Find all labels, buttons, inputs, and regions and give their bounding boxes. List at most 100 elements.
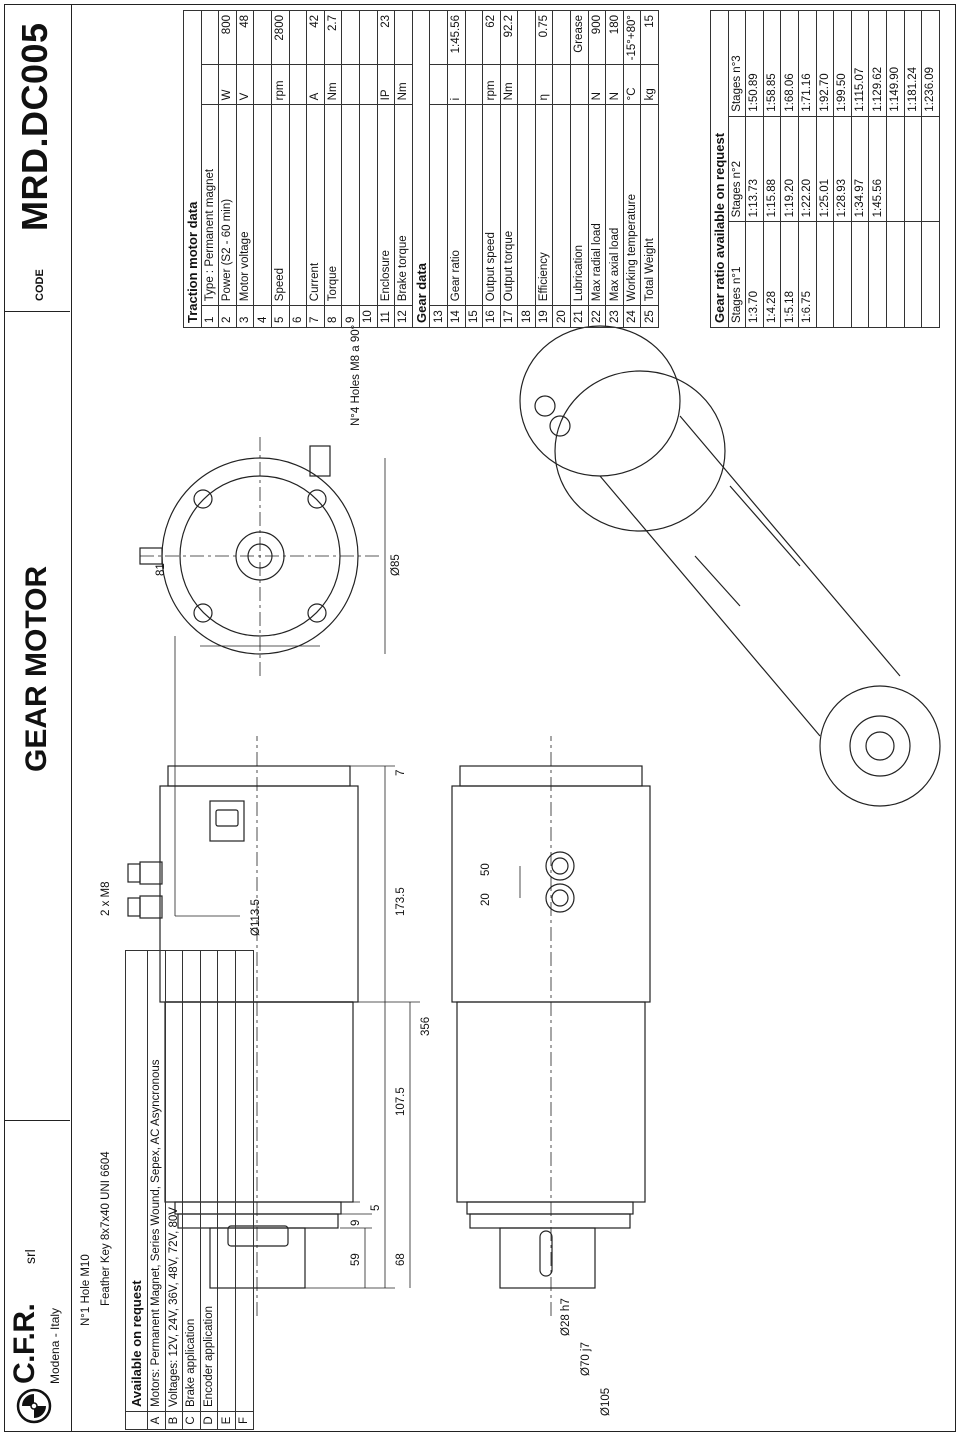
ratio-cell: 1:25.01 <box>816 116 834 222</box>
row-label: Brake torque <box>394 104 413 306</box>
row-label: Enclosure <box>377 104 395 306</box>
ratio-cell: 1:22.20 <box>798 116 817 222</box>
row-unit: A <box>306 64 325 105</box>
ratio-cell: 1:115.07 <box>851 10 869 117</box>
row-number: 25 <box>640 305 659 328</box>
dim-9: 9 <box>350 1219 362 1226</box>
gear-data-title: Gear data <box>412 10 430 328</box>
table-row: E <box>217 950 236 1430</box>
row-number: 13 <box>429 305 448 328</box>
row-unit <box>465 64 483 105</box>
table-row: 4 <box>253 10 272 328</box>
row-value <box>359 10 378 65</box>
row-unit: °C <box>623 64 641 105</box>
row-unit: kg <box>640 64 659 105</box>
bottom-view <box>451 736 651 1316</box>
table-row: 1:236.09 <box>921 10 940 328</box>
ratio-cell: 1:15.88 <box>763 116 781 222</box>
row-unit <box>429 64 448 105</box>
table-row: 1:181.24 <box>904 10 922 328</box>
ratio-cell: 1:50.89 <box>745 10 764 117</box>
ratio-cell: 1:99.50 <box>833 10 852 117</box>
row-label: Working temperature <box>623 104 641 306</box>
ratio-cell: 1:45.56 <box>868 116 887 222</box>
dim-d85: Ø85 <box>390 554 402 576</box>
row-letter: B <box>165 1411 183 1430</box>
iso-motor-end <box>554 370 726 532</box>
row-value: -15°+80° <box>623 10 641 65</box>
row-letter: D <box>200 1411 218 1430</box>
row-label <box>289 104 307 306</box>
row-value <box>253 10 272 65</box>
iso-flange <box>819 685 941 807</box>
ratio-cell: 1:92.70 <box>816 10 834 117</box>
isometric-view <box>519 325 941 807</box>
dim-59: 59 <box>350 1253 362 1266</box>
row-label <box>552 104 571 306</box>
ratio-cell: 1:236.09 <box>921 10 940 117</box>
row-value <box>289 10 307 65</box>
dim-d113: Ø113.5 <box>250 899 262 936</box>
terminal-bottom-a <box>545 883 575 913</box>
row-unit <box>570 64 589 105</box>
row-label: Type : Permanent magnet <box>201 104 219 306</box>
ratio-cell: 1:13.73 <box>745 116 764 222</box>
row-text: Encoder application <box>200 950 218 1412</box>
row-text: Voltages: 12V, 24V, 36V, 48V, 72V, 80V <box>165 950 183 1412</box>
row-label: Motor voltage <box>236 104 254 306</box>
dim-7: 7 <box>395 769 407 776</box>
row-text <box>235 950 254 1412</box>
row-value: 42 <box>306 10 325 65</box>
row-unit <box>517 64 536 105</box>
table-row: 18 <box>517 10 536 328</box>
shaft-bottom <box>499 1227 596 1289</box>
row-number: 3 <box>236 305 254 328</box>
row-unit: N <box>588 64 606 105</box>
row-unit: V <box>236 64 254 105</box>
row-label <box>429 104 448 306</box>
keyway <box>539 1230 553 1277</box>
dim-hole-m10: N°1 Hole M10 <box>80 1254 92 1326</box>
dim-173: 173.5 <box>395 887 407 916</box>
row-value: 92.2 <box>500 10 518 65</box>
dim-d28: Ø28 h7 <box>560 1298 572 1336</box>
row-number: 5 <box>271 305 290 328</box>
dim-d105: Ø105 <box>600 1387 612 1416</box>
row-value <box>429 10 448 65</box>
row-value: 23 <box>377 10 395 65</box>
row-number: 23 <box>605 305 624 328</box>
terminal-m8-b <box>139 861 163 885</box>
row-label: Torque <box>324 104 342 306</box>
dim-5: 5 <box>370 1204 382 1211</box>
dim-m8: 2 x M8 <box>100 881 112 916</box>
brush-clip <box>209 800 245 842</box>
row-label: Output torque <box>500 104 518 306</box>
row-unit: W <box>218 64 237 105</box>
row-unit: Nm <box>394 64 413 105</box>
row-value: 48 <box>236 10 254 65</box>
row-letter: A <box>147 1411 166 1430</box>
ratio-cell <box>886 116 905 222</box>
gear-ratio-title: Gear ratio available on request <box>710 10 729 328</box>
row-label <box>359 104 378 306</box>
row-value: Grease <box>570 10 589 65</box>
